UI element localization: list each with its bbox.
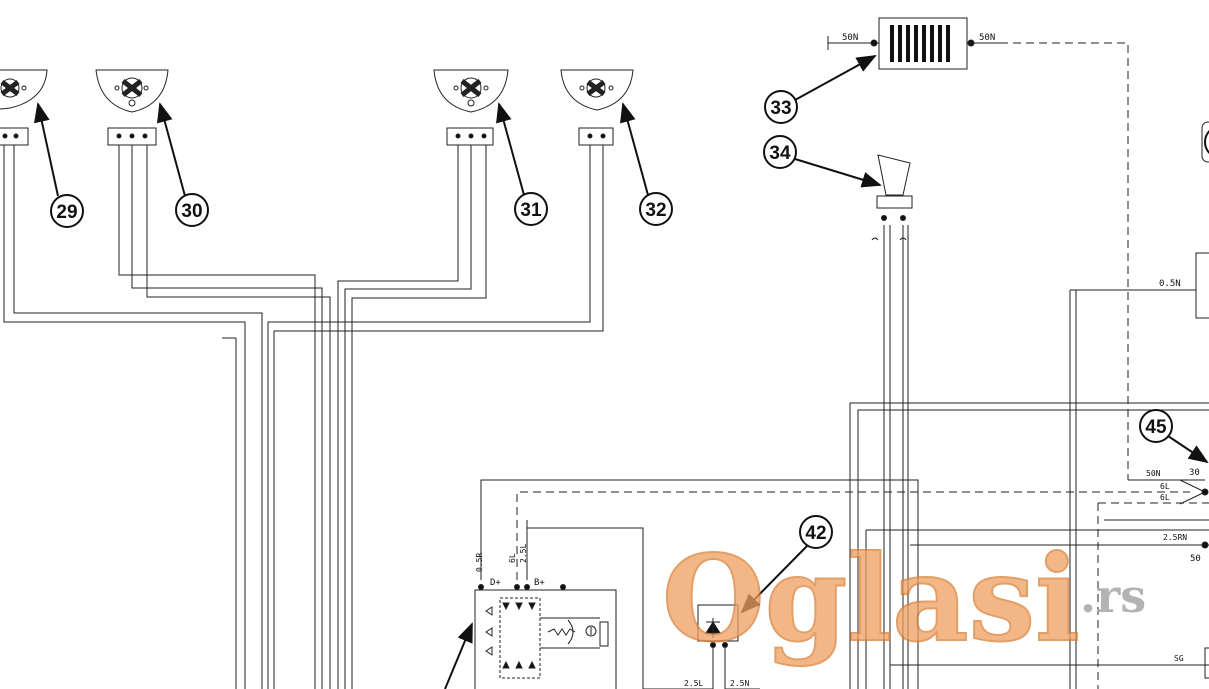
main-frame-wires (849, 402, 1209, 689)
callout-32 (620, 102, 673, 226)
callout-partial-right (1204, 129, 1209, 155)
callout-45-label: 45 (1145, 417, 1167, 438)
callout-33-label: 33 (770, 98, 791, 119)
right-connector (1069, 121, 1209, 689)
alt-d-terminal-label: D+ (490, 578, 501, 588)
start-terminal-50: 50 (1190, 554, 1201, 564)
horn-34 (871, 154, 913, 689)
callout-30 (157, 102, 209, 227)
wire-label-alt-b2: 2.5L (519, 544, 528, 563)
wire-label-fuse-left: 50N (842, 33, 858, 43)
callout-29-label: 29 (56, 202, 77, 223)
alternator-arrow (444, 622, 473, 689)
callout-34 (763, 135, 882, 188)
alternator-wiring (480, 479, 1190, 689)
lamp-29 (0, 69, 48, 146)
wire-label-fuse-right: 50N (979, 33, 995, 43)
alternator (474, 584, 617, 689)
lamp-32-bulb-icon (579, 78, 614, 98)
callout-33 (764, 55, 877, 124)
wire-label-alt-d: 0.5R (475, 553, 484, 572)
alt-b-terminal-label: B+ (534, 578, 545, 588)
watermark-suffix: .rs (1080, 569, 1146, 623)
wire-label-start: 2.5RN (1163, 533, 1187, 542)
wire-label-ground: SG (1174, 654, 1184, 663)
callout-34-label: 34 (769, 143, 791, 164)
lamp-harness-wires (3, 145, 604, 689)
callout-42 (740, 515, 833, 614)
callout-30-label: 30 (181, 201, 202, 222)
watermark-logo: Oglasi .rs (661, 528, 1146, 669)
wire-label-switch-6l-b: 6L (1160, 493, 1170, 502)
lamp-29-bulb-icon (0, 78, 27, 98)
ignition-switch-45 (1128, 479, 1209, 549)
lamp-31-bulb-icon (453, 77, 489, 107)
wire-label-switch-6l-a: 6L (1160, 482, 1170, 491)
wire-label-switch-50n: 50N (1146, 469, 1161, 478)
lamp-31 (433, 69, 509, 146)
lamp-30-bulb-icon (114, 77, 149, 107)
callout-31 (496, 102, 548, 226)
switch-terminal-30: 30 (1189, 468, 1200, 478)
callout-32-label: 32 (645, 200, 666, 221)
diode-42 (643, 604, 760, 689)
wire-label-bottom-1: 2.5L (684, 679, 703, 688)
callout-31-label: 31 (520, 200, 542, 221)
callout-29 (34, 102, 84, 228)
fuse-33 (827, 17, 1129, 480)
wire-label-bottom-2: 2.5N (730, 679, 749, 688)
lamp-30 (95, 69, 169, 146)
wire-label-alt-b1: 6L (508, 553, 517, 563)
callout-42-label: 42 (805, 523, 826, 544)
callout-45 (1139, 409, 1209, 464)
lamp-32 (560, 69, 634, 146)
wire-label-relay-feed: 0.5N (1159, 279, 1181, 289)
watermark-main: Oglasi (662, 529, 1080, 668)
